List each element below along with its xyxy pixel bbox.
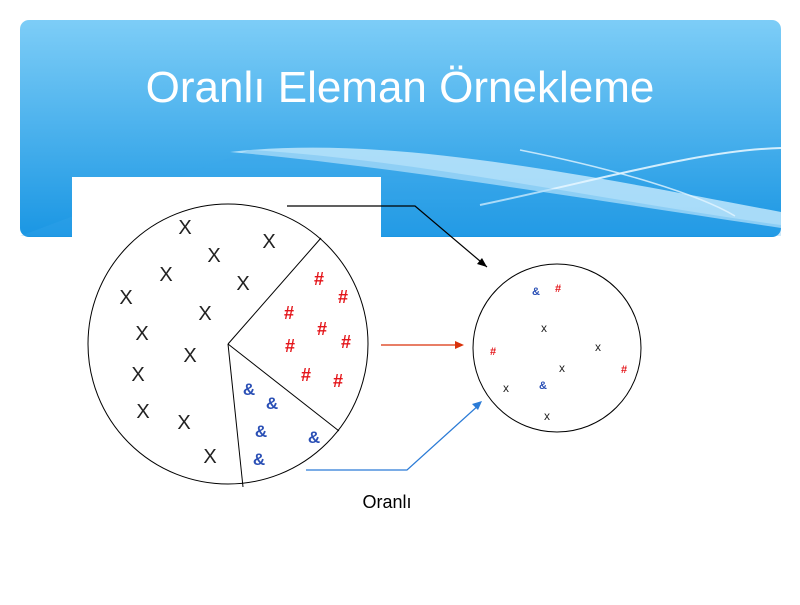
population-x-symbol: X (183, 345, 196, 367)
segment-divider (227, 343, 244, 488)
sample-amp-symbol: & (539, 380, 547, 392)
sample-hash-group: # # # (490, 283, 627, 376)
blue-arrow (306, 403, 481, 471)
population-x-symbol: X (203, 446, 216, 468)
population-x-symbol: X (198, 303, 211, 325)
population-x-symbol: X (159, 264, 172, 286)
sample-x-symbol: x (541, 321, 547, 335)
sample-amp-symbol: & (532, 286, 540, 298)
population-hash-symbol: # (284, 303, 294, 323)
population-hash-symbol: # (301, 365, 311, 385)
population-hash-symbol: # (317, 319, 327, 339)
sample-x-symbol: x (595, 340, 601, 354)
population-x-symbol: X (207, 245, 220, 267)
sample-hash-symbol: # (621, 364, 627, 376)
sample-x-symbol: x (559, 361, 565, 375)
sample-x-group: x x x x x (503, 321, 601, 423)
population-x-symbol: X (136, 401, 149, 423)
wave-decoration (230, 147, 781, 228)
population-hash-group: # # # # # # # # (284, 269, 351, 391)
population-hash-symbol: # (341, 332, 351, 352)
sample-x-symbol: x (503, 381, 509, 395)
blue-arrow-head (472, 401, 482, 410)
population-x-group: X X X X X X X X X X X X X (119, 217, 275, 468)
sample-hash-symbol: # (490, 346, 496, 358)
population-hash-symbol: # (285, 336, 295, 356)
wave-decoration (479, 147, 782, 206)
sample-amp-group: & & (532, 286, 547, 392)
population-x-symbol: X (236, 273, 249, 295)
sample-hash-symbol: # (555, 283, 561, 295)
wave-decoration (519, 149, 736, 217)
black-arrow-head (477, 258, 487, 267)
sample-circle (472, 263, 642, 433)
population-x-symbol: X (119, 287, 132, 309)
population-amp-symbol: & (255, 422, 267, 441)
population-amp-symbol: & (243, 380, 255, 399)
population-x-symbol: X (178, 217, 191, 239)
population-amp-symbol: & (253, 450, 265, 469)
slide-title: Oranlı Eleman Örnekleme (145, 63, 655, 112)
population-hash-symbol: # (333, 371, 343, 391)
population-x-symbol: X (135, 323, 148, 345)
segment-divider (227, 343, 340, 432)
segment-divider (227, 237, 322, 345)
black-arrow (287, 205, 488, 268)
population-hash-symbol: # (314, 269, 324, 289)
population-amp-symbol: & (308, 428, 320, 447)
sample-x-symbol: x (544, 409, 550, 423)
proportional-caption: Oranlı (362, 492, 411, 512)
population-x-symbol: X (177, 412, 190, 434)
population-hash-symbol: # (338, 287, 348, 307)
population-x-symbol: X (262, 231, 275, 253)
red-arrow-head (455, 341, 464, 349)
population-amp-group: & & & & & (243, 380, 320, 469)
population-amp-symbol: & (266, 394, 278, 413)
population-x-symbol: X (131, 364, 144, 386)
